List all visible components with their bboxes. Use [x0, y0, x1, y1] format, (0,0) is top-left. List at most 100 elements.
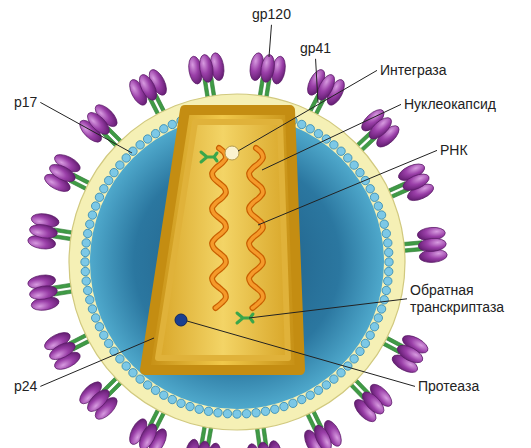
- leader-line: [238, 70, 377, 151]
- spike-group: [27, 52, 448, 448]
- gp120-lobe: [366, 114, 395, 143]
- matrix-bead: [151, 386, 159, 394]
- matrix-bead: [95, 323, 103, 331]
- part-label: Нуклеокапсид: [404, 96, 496, 113]
- part-label: РНК: [440, 142, 468, 159]
- leader-line: [249, 299, 407, 318]
- gp120-lobe: [359, 388, 388, 417]
- matrix-bead: [136, 141, 144, 149]
- matrix-bead: [380, 220, 388, 228]
- matrix-bead: [110, 168, 118, 176]
- matrix-bead: [122, 362, 130, 370]
- matrix-bead: [195, 405, 203, 413]
- matrix-bead: [370, 193, 378, 201]
- matrix-bead: [129, 147, 137, 155]
- matrix-bead: [223, 410, 231, 418]
- matrix-bead: [104, 339, 112, 347]
- matrix-bead: [330, 375, 338, 383]
- matrix-bead: [289, 399, 297, 407]
- matrix-bead: [350, 161, 358, 169]
- leader-line: [187, 321, 415, 386]
- matrix-bead: [366, 185, 374, 193]
- matrix-bead: [168, 120, 176, 128]
- leader-line: [40, 338, 154, 386]
- matrix-bead: [337, 369, 345, 377]
- matrix-bead: [385, 267, 393, 275]
- gp120-lobe: [47, 339, 78, 363]
- matrix-bead: [322, 381, 330, 389]
- matrix-bead: [143, 381, 151, 389]
- matrix-bead: [314, 386, 322, 394]
- matrix-bead: [382, 286, 390, 294]
- matrix-bead: [91, 202, 99, 210]
- matrix-bead: [186, 402, 194, 410]
- matrix-bead: [160, 125, 168, 133]
- matrix-bead: [151, 129, 159, 137]
- protease-dot: [175, 314, 187, 326]
- matrix-bead: [81, 258, 89, 266]
- gp120-lobe: [395, 342, 426, 367]
- leader-line: [258, 150, 437, 225]
- matrix-bead: [129, 369, 137, 377]
- matrix-bead: [160, 391, 168, 399]
- part-label: p17: [14, 94, 37, 111]
- gp120-lobe: [29, 223, 59, 240]
- matrix-bead: [356, 168, 364, 176]
- matrix-bead: [204, 407, 212, 415]
- matrix-bead: [356, 347, 364, 355]
- matrix-bead: [177, 399, 185, 407]
- matrix-bead: [306, 391, 314, 399]
- matrix-bead: [361, 339, 369, 347]
- gp120-lobe: [418, 237, 447, 252]
- gp120-lobe: [136, 72, 160, 103]
- rna-strand: [249, 148, 263, 308]
- matrix-bead: [374, 314, 382, 322]
- part-label: gp120: [252, 6, 291, 23]
- matrix-bead: [116, 355, 124, 363]
- matrix-bead: [377, 211, 385, 219]
- matrix-bead: [83, 229, 91, 237]
- gp120-lobe: [198, 54, 215, 84]
- leader-line: [40, 102, 132, 153]
- matrix-bead: [214, 409, 222, 417]
- gp120-lobe: [311, 423, 335, 448]
- matrix-bead: [143, 135, 151, 143]
- matrix-bead: [298, 120, 306, 128]
- matrix-bead: [116, 161, 124, 169]
- integrase-dot: [225, 146, 239, 160]
- matrix-bead: [384, 239, 392, 247]
- matrix-bead: [314, 129, 322, 137]
- matrix-bead: [271, 405, 279, 413]
- reverse-transcriptase-symbol: [201, 152, 217, 162]
- capsid-inner: [158, 122, 288, 358]
- matrix-bead: [233, 410, 241, 418]
- gp120-lobe: [84, 386, 113, 415]
- matrix-bead: [82, 277, 90, 285]
- leader-line: [269, 25, 271, 57]
- matrix-bead: [88, 211, 96, 219]
- matrix-bead: [136, 375, 144, 383]
- matrix-bead: [100, 331, 108, 339]
- matrix-bead: [384, 277, 392, 285]
- matrix-bead: [306, 125, 314, 133]
- leader-line: [316, 59, 318, 103]
- rna-strand: [212, 148, 226, 308]
- matrix-bead: [322, 135, 330, 143]
- matrix-bead: [122, 154, 130, 162]
- part-label: gp41: [300, 40, 331, 57]
- gp120-lobe: [29, 284, 59, 301]
- matrix-bead: [261, 407, 269, 415]
- envelope-spike: [399, 226, 448, 265]
- gp120-lobe: [84, 109, 113, 138]
- gp120-lobe: [256, 441, 273, 448]
- matrix-bead: [330, 141, 338, 149]
- rna-outline: [249, 148, 263, 308]
- matrix-bead: [242, 410, 250, 418]
- matrix-bead: [350, 355, 358, 363]
- matrix-bead: [298, 395, 306, 403]
- matrix-bead: [385, 248, 393, 256]
- matrix-bead: [100, 185, 108, 193]
- matrix-bead: [382, 229, 390, 237]
- part-label: Протеаза: [418, 378, 479, 395]
- matrix-bead: [86, 296, 94, 304]
